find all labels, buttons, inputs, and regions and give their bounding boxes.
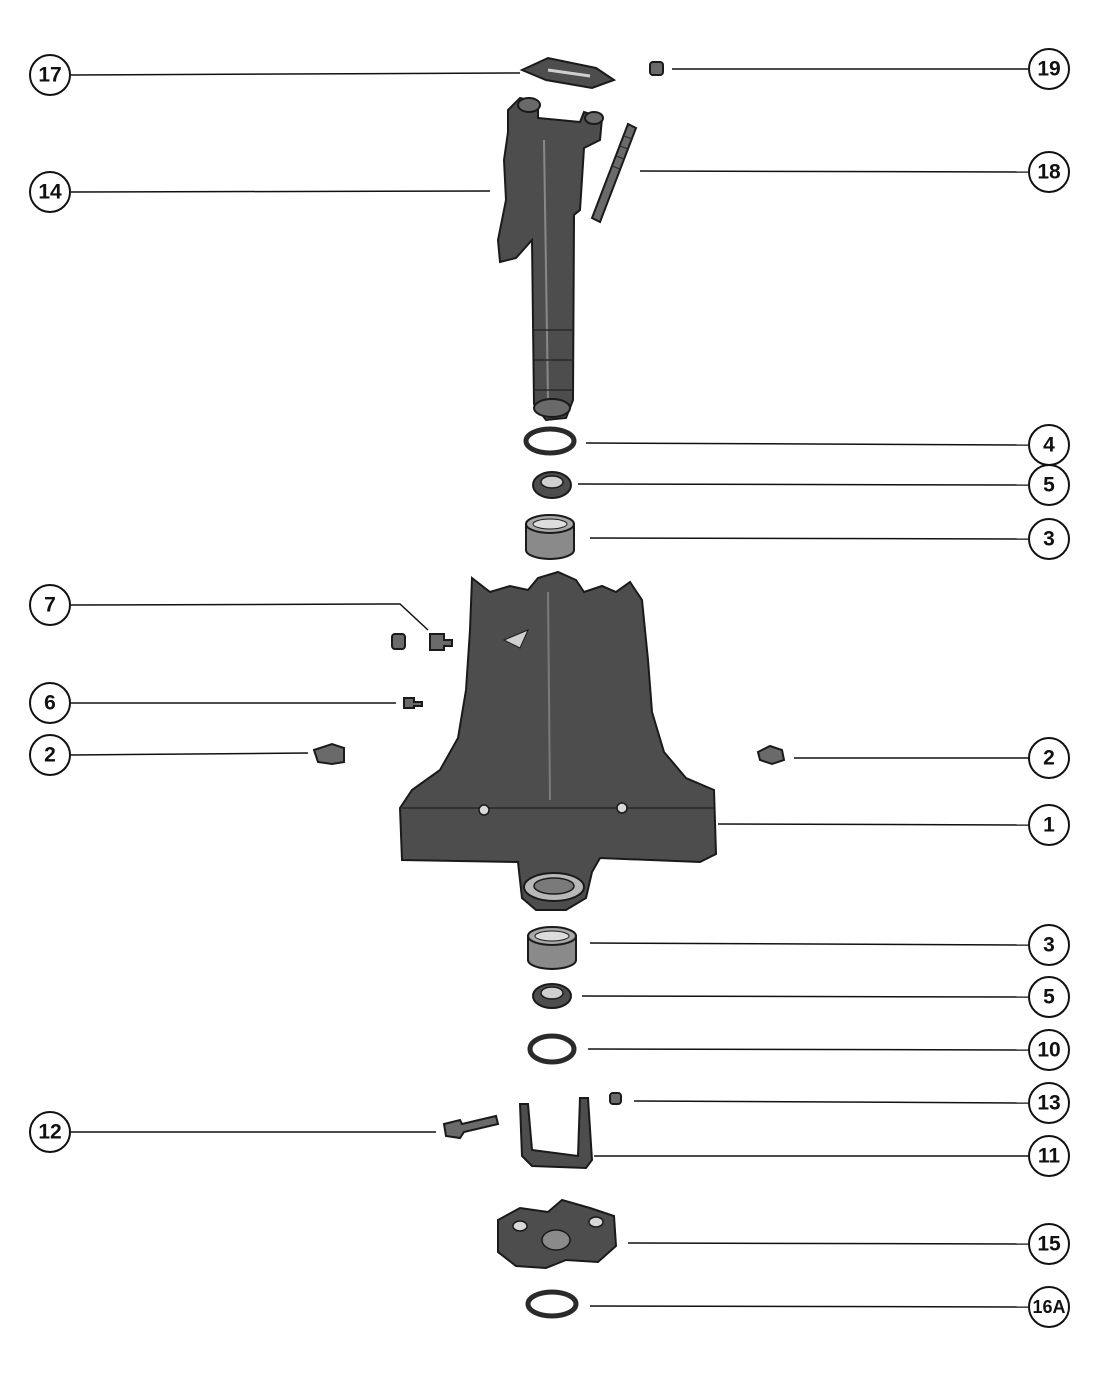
- callout-2-left: 2: [29, 734, 71, 776]
- callout-3-upper-label: 3: [1043, 528, 1055, 551]
- callout-15: 15: [1028, 1223, 1070, 1265]
- callout-19-label: 19: [1037, 58, 1060, 81]
- part-12-bolt: [442, 1114, 500, 1140]
- callout-5-lower-label: 5: [1043, 986, 1055, 1009]
- part-2-plug-right: [756, 744, 786, 766]
- part-1-swivel-housing: [398, 570, 718, 911]
- part-19-nut: [649, 61, 664, 76]
- callout-1-label: 1: [1043, 814, 1055, 837]
- leader-7: [70, 603, 429, 631]
- part-17-top-plate: [519, 56, 617, 90]
- callout-19: 19: [1028, 48, 1070, 90]
- callout-11-label: 11: [1038, 1145, 1061, 1168]
- callout-16a: 16A: [1028, 1286, 1070, 1328]
- leader-4: [585, 442, 1029, 446]
- callout-6-label: 6: [44, 692, 56, 715]
- part-14-swivel-shaft: [496, 96, 604, 422]
- part-6-screw: [403, 697, 423, 709]
- part-11-u-clamp: [518, 1097, 594, 1170]
- callout-12-label: 12: [38, 1121, 61, 1144]
- callout-18-label: 18: [1037, 161, 1061, 184]
- callout-4: 4: [1028, 424, 1070, 466]
- callout-18: 18: [1028, 151, 1070, 193]
- leader-13: [633, 1100, 1029, 1104]
- leader-2-left: [70, 752, 309, 756]
- callout-3-upper: 3: [1028, 518, 1070, 560]
- leader-16a: [589, 1305, 1029, 1308]
- callout-12: 12: [29, 1111, 71, 1153]
- callout-5-upper: 5: [1028, 464, 1070, 506]
- part-15-bracket: [497, 1198, 618, 1270]
- callout-16a-label: 16A: [1032, 1297, 1065, 1317]
- part-10-o-ring: [527, 1033, 577, 1065]
- leader-14: [70, 190, 491, 193]
- leader-10: [587, 1048, 1029, 1051]
- callout-3-lower-label: 3: [1043, 934, 1055, 957]
- leader-18: [639, 170, 1029, 173]
- callout-17: 17: [29, 54, 71, 96]
- callout-10: 10: [1028, 1029, 1070, 1071]
- leader-1: [717, 823, 1029, 826]
- callout-10-label: 10: [1037, 1039, 1060, 1062]
- leader-5b: [581, 995, 1029, 998]
- leader-15: [627, 1242, 1029, 1245]
- part-18-stud: [590, 122, 638, 224]
- callout-5-lower: 5: [1028, 976, 1070, 1018]
- callout-3-lower: 3: [1028, 924, 1070, 966]
- callout-13: 13: [1028, 1082, 1070, 1124]
- callout-4-label: 4: [1043, 434, 1055, 457]
- callout-1: 1: [1028, 804, 1070, 846]
- callout-15-label: 15: [1037, 1233, 1061, 1256]
- callout-7-label: 7: [44, 594, 56, 617]
- part-5-bearing-upper: [532, 471, 572, 499]
- leader-17: [70, 72, 521, 76]
- part-7-grease-fitting: [391, 633, 453, 651]
- part-13-nut: [609, 1092, 622, 1105]
- callout-2-left-label: 2: [44, 744, 56, 767]
- callout-11: 11: [1028, 1135, 1070, 1177]
- leader-5a: [577, 483, 1029, 486]
- part-5-bearing-lower: [532, 983, 572, 1009]
- callout-2-right: 2: [1028, 737, 1070, 779]
- callout-14-label: 14: [38, 181, 62, 204]
- leader-3a: [589, 537, 1029, 540]
- callout-14: 14: [29, 171, 71, 213]
- part-4-o-ring: [523, 426, 577, 456]
- callout-13-label: 13: [1037, 1092, 1060, 1115]
- leader-3b: [589, 942, 1029, 946]
- part-3-bushing-upper: [525, 514, 575, 560]
- part-2-plug-left: [312, 742, 345, 766]
- part-3-bushing-lower: [527, 926, 577, 970]
- callout-6: 6: [29, 682, 71, 724]
- callout-5-upper-label: 5: [1043, 474, 1055, 497]
- callout-2-right-label: 2: [1043, 747, 1055, 770]
- callout-7: 7: [29, 584, 71, 626]
- callout-17-label: 17: [38, 64, 61, 87]
- leader-lines: [70, 68, 1029, 1308]
- part-16a-o-ring: [525, 1289, 579, 1319]
